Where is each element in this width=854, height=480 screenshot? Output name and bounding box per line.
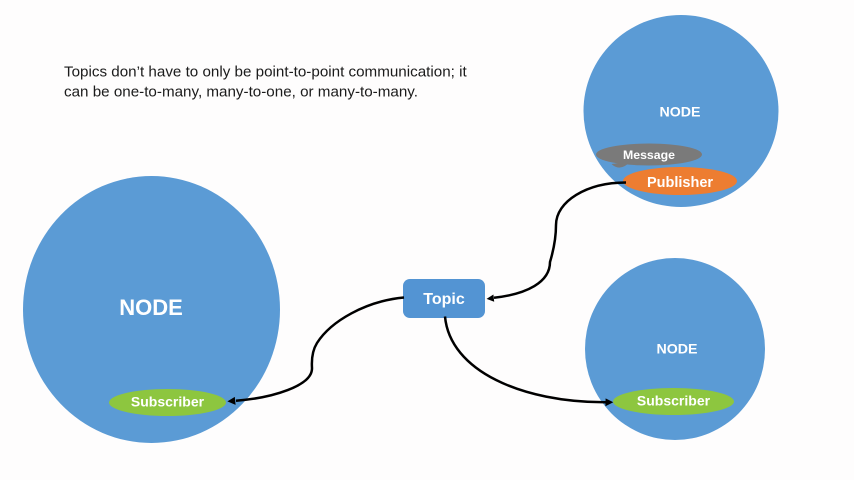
svg-text:NODE: NODE bbox=[660, 105, 701, 121]
svg-text:Message: Message bbox=[623, 148, 675, 162]
svg-text:Topics don’t have to only be p: Topics don’t have to only be point-to-po… bbox=[64, 63, 467, 80]
svg-text:Subscriber: Subscriber bbox=[131, 393, 205, 409]
svg-text:Subscriber: Subscriber bbox=[637, 393, 711, 409]
svg-text:NODE: NODE bbox=[119, 295, 183, 320]
svg-text:Publisher: Publisher bbox=[647, 175, 713, 191]
svg-text:can be one-to-many, many-to-on: can be one-to-many, many-to-one, or many… bbox=[64, 84, 418, 101]
svg-text:NODE: NODE bbox=[657, 342, 698, 358]
svg-text:Topic: Topic bbox=[423, 291, 465, 308]
